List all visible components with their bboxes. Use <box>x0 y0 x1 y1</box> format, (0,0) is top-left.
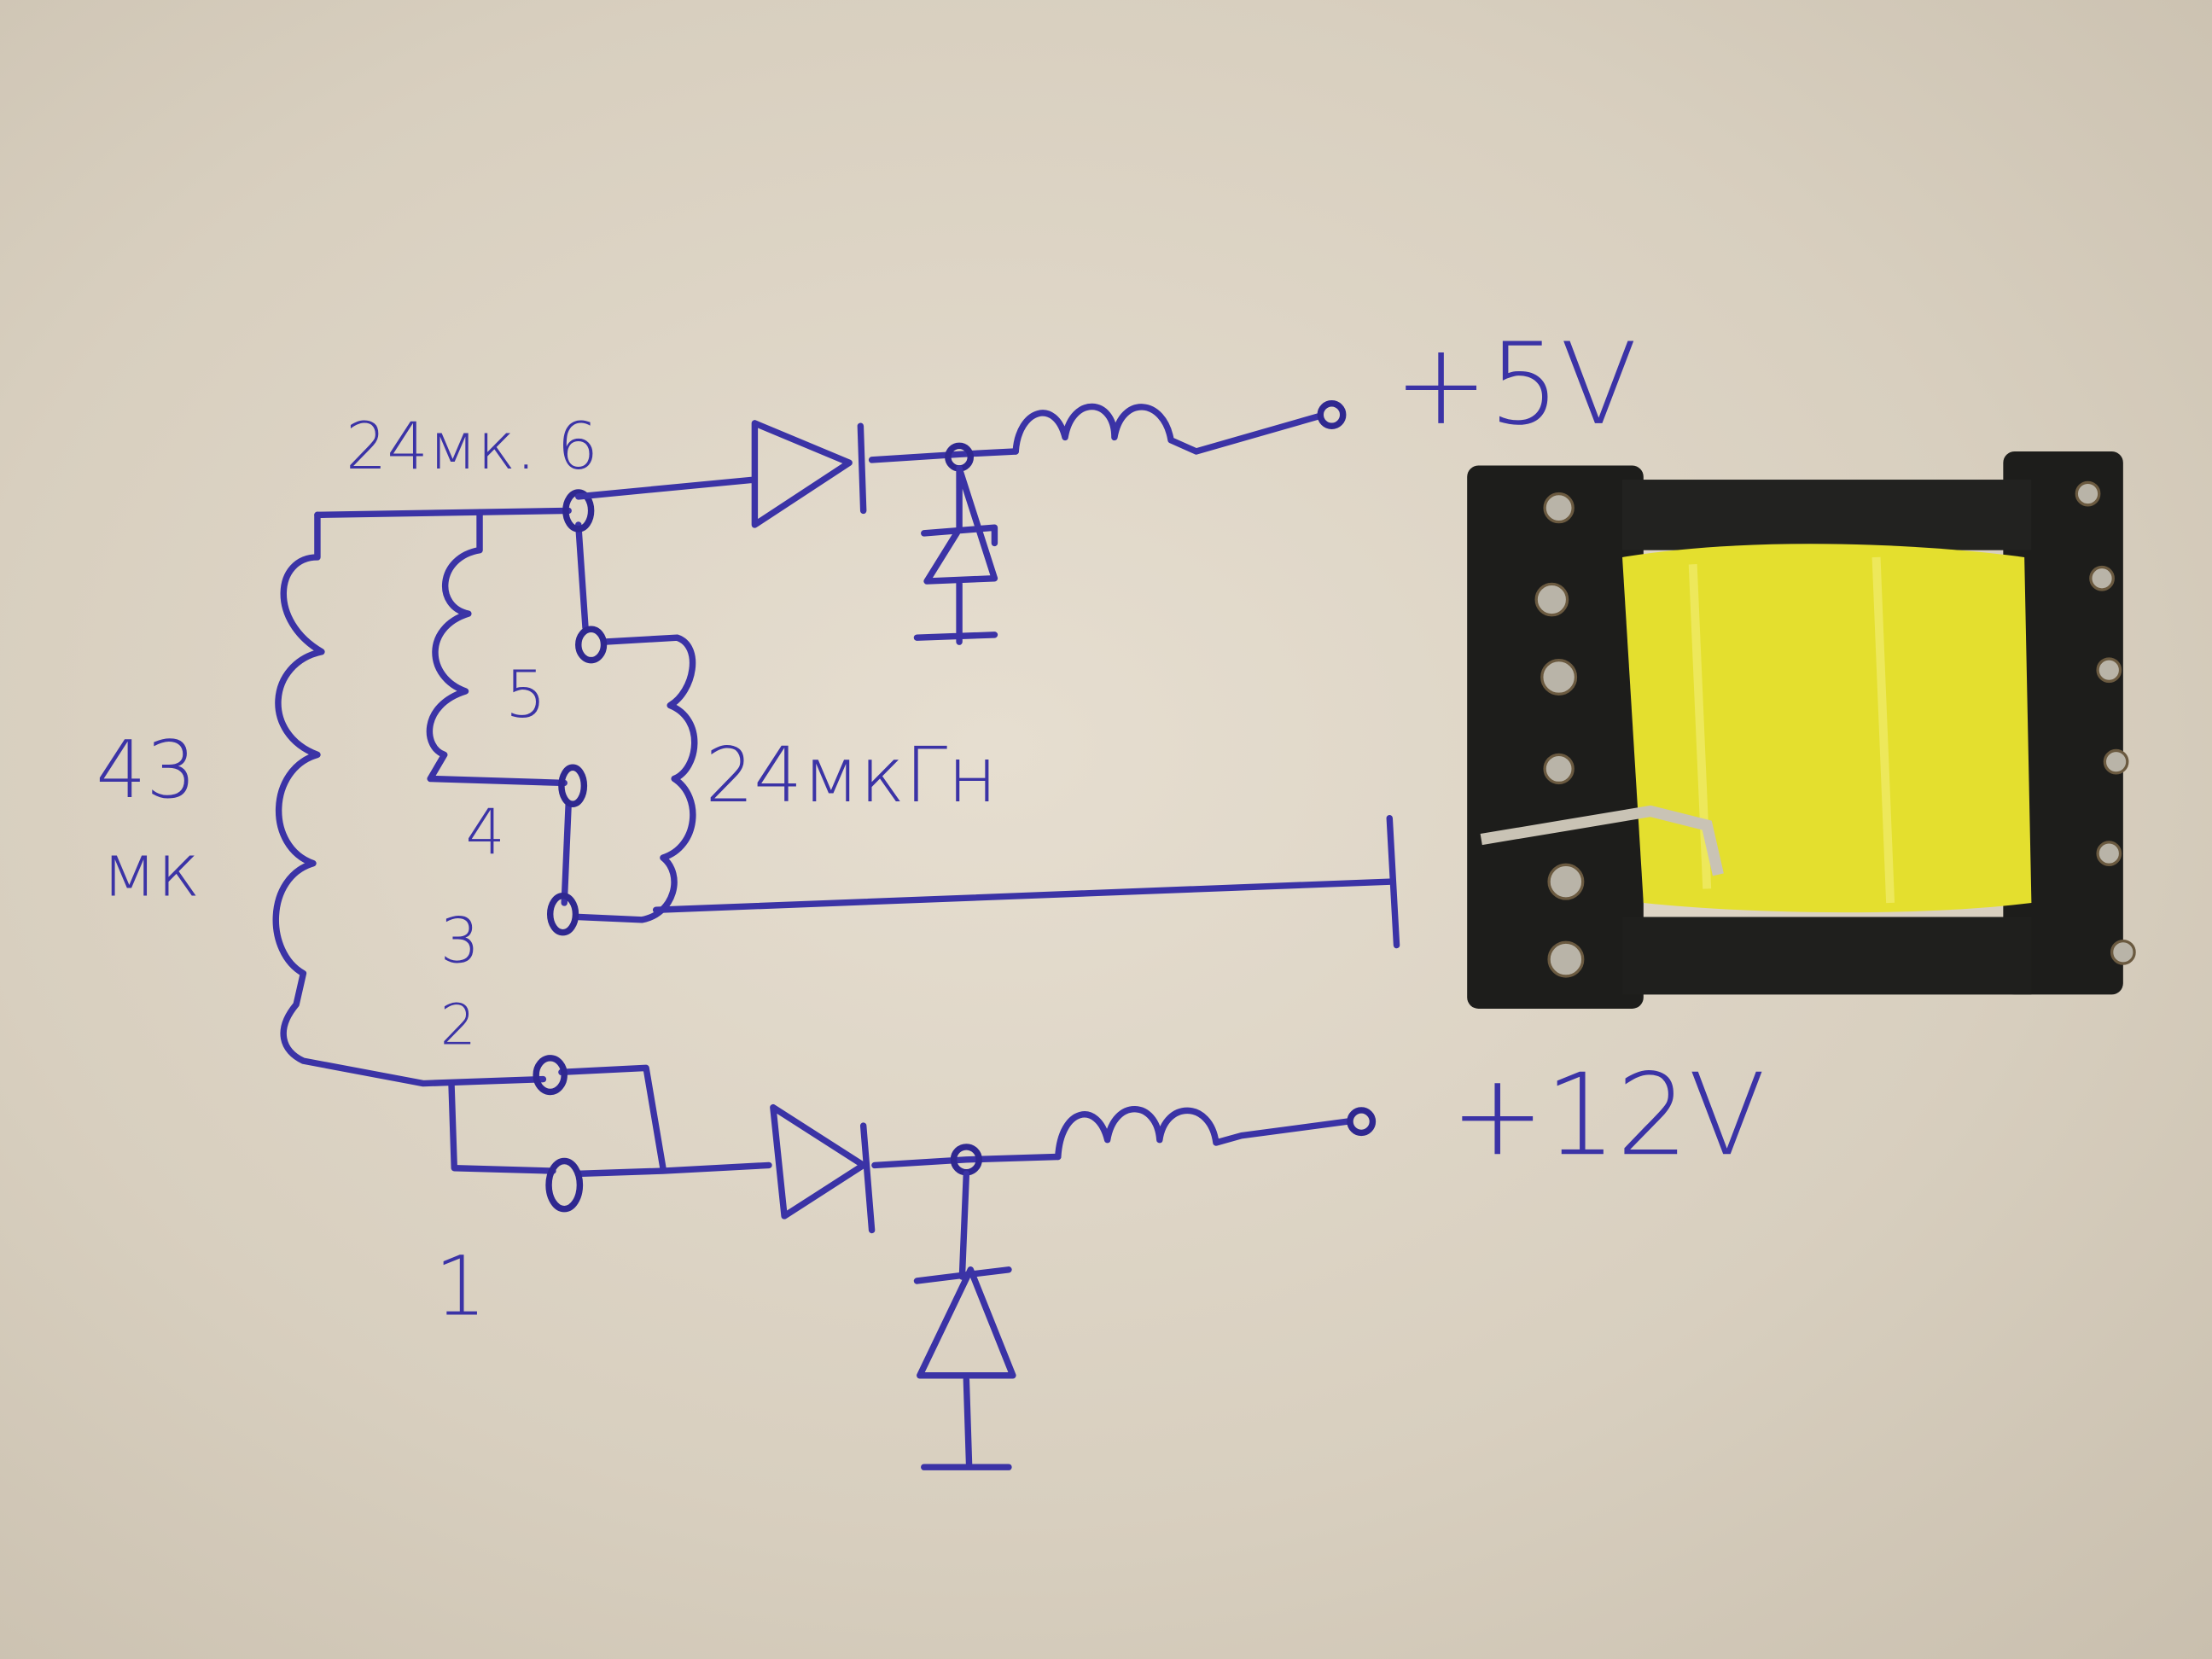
wire-6-to-5 <box>575 521 589 632</box>
wire-2 <box>558 1064 667 1172</box>
zener-12v <box>913 1170 1016 1470</box>
label-output-12v: +12V <box>1450 1050 1766 1181</box>
label-pin1: 1 <box>434 1239 486 1335</box>
zener-5v <box>913 465 998 645</box>
label-pin5: 5 <box>505 656 546 732</box>
label-pin4: 4 <box>466 796 505 869</box>
transformer <box>1467 451 2136 1009</box>
secondary-coil <box>575 634 698 923</box>
ground-symbol <box>1386 815 1400 949</box>
wire-4-to-3 <box>561 800 572 906</box>
diode-12v <box>770 1103 876 1234</box>
wire-5v <box>868 448 1019 463</box>
label-secondary-inductance: 24мкГн <box>706 731 998 820</box>
resistor-5v <box>1012 403 1323 455</box>
primary-coil <box>272 511 547 1087</box>
label-primary-unit: мк <box>102 829 201 914</box>
wire-1 <box>448 1080 772 1178</box>
label-primary-value: 43 <box>96 724 196 816</box>
ground-wire <box>652 878 1393 913</box>
label-pin2: 2 <box>440 992 476 1057</box>
terminal-12v <box>1347 1107 1377 1137</box>
label-output-5v: +5V <box>1394 319 1637 451</box>
terminal-5v <box>1317 400 1347 429</box>
label-pin3: 3 <box>440 905 480 977</box>
coil-pin5 <box>426 509 568 787</box>
terminal-nodes <box>533 489 608 1213</box>
diode-5v <box>575 420 867 528</box>
resistor-12v <box>1055 1106 1351 1161</box>
top-wire <box>314 507 572 519</box>
label-pin6: 24мк. 6 <box>346 408 598 484</box>
wire-12v <box>871 1153 1062 1169</box>
